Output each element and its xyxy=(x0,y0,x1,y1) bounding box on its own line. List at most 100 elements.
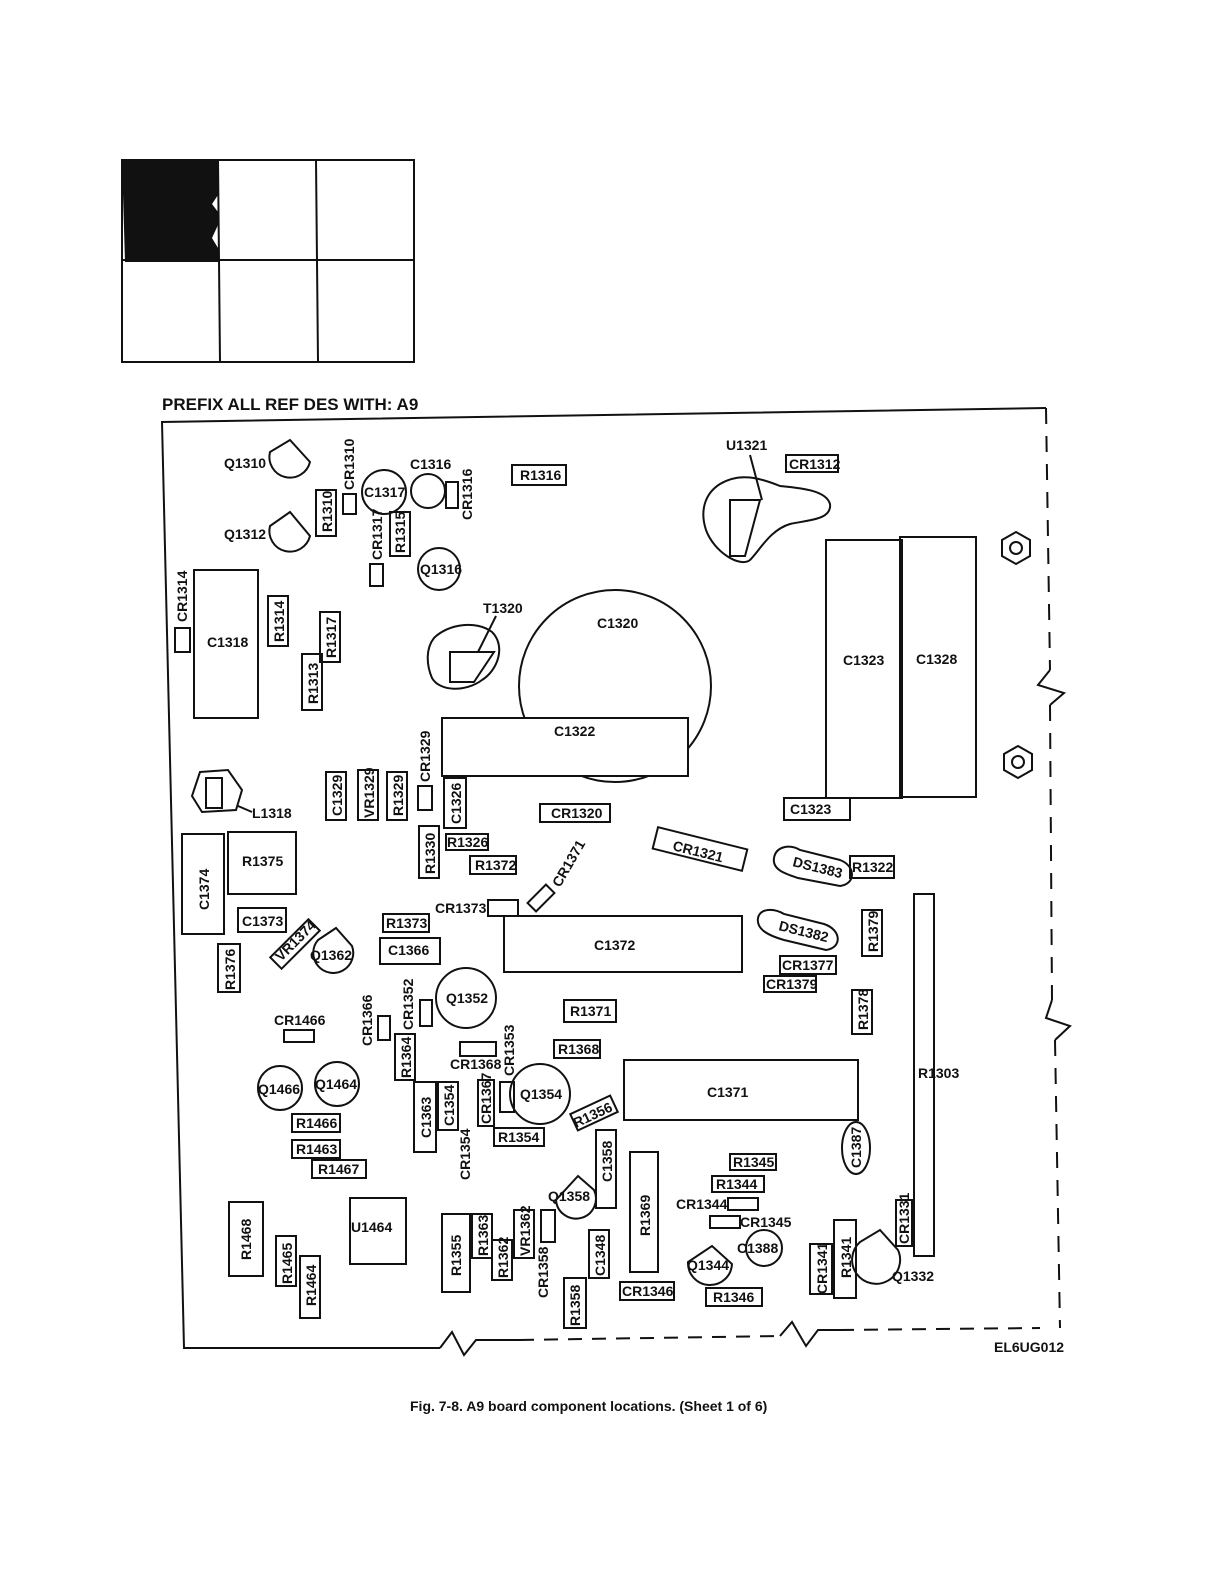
component-r1326: R1326 xyxy=(445,833,489,851)
component-q1358: Q1358 xyxy=(548,1174,597,1220)
component-u1321: U1321 xyxy=(702,437,832,563)
component-r1372: R1372 xyxy=(469,855,517,875)
svg-text:C1323: C1323 xyxy=(843,652,884,668)
svg-text:CR1366: CR1366 xyxy=(359,994,375,1046)
component-cr1316: CR1316 xyxy=(445,468,475,520)
board-edge-bottom-dashed xyxy=(839,1327,1041,1331)
svg-text:CR1373: CR1373 xyxy=(435,900,487,916)
svg-text:R1326: R1326 xyxy=(447,834,488,850)
svg-text:R1341: R1341 xyxy=(838,1237,854,1278)
svg-text:Q1466: Q1466 xyxy=(258,1081,300,1097)
svg-text:R1371: R1371 xyxy=(570,1003,611,1019)
board-edge-left-top xyxy=(160,407,1047,1349)
svg-text:C1318: C1318 xyxy=(207,634,248,650)
svg-text:R1314: R1314 xyxy=(271,601,287,642)
svg-text:R1368: R1368 xyxy=(558,1041,599,1057)
component-r1363: R1363 xyxy=(471,1213,493,1259)
component-q1464: Q1464 xyxy=(314,1061,360,1107)
svg-text:R1354: R1354 xyxy=(498,1129,539,1145)
component-cr1352: CR1352 xyxy=(400,978,433,1030)
board-edge-right-dashed xyxy=(1054,1039,1061,1329)
svg-text:CR1344: CR1344 xyxy=(676,1196,728,1212)
svg-text:Q1464: Q1464 xyxy=(315,1076,357,1092)
component-q1310: Q1310 xyxy=(224,438,312,479)
board-break-bottom-1 xyxy=(439,1330,520,1357)
svg-text:C1320: C1320 xyxy=(597,615,638,631)
component-r1316: R1316 xyxy=(511,464,567,486)
svg-text:R1376: R1376 xyxy=(222,949,238,990)
component-r1322: R1322 xyxy=(849,855,895,879)
component-c1323: C1323 xyxy=(825,539,903,799)
svg-text:CR1310: CR1310 xyxy=(341,438,357,490)
svg-text:R1322: R1322 xyxy=(852,859,893,875)
component-r1315: R1315 xyxy=(389,511,411,557)
component-r1310: R1310 xyxy=(315,489,337,537)
component-c1322: C1322 xyxy=(441,717,689,777)
svg-text:CR1353: CR1353 xyxy=(501,1024,517,1076)
svg-text:R1330: R1330 xyxy=(422,833,438,874)
component-r1330: R1330 xyxy=(418,825,440,879)
svg-text:CR1466: CR1466 xyxy=(274,1012,326,1028)
svg-text:U1321: U1321 xyxy=(726,437,767,453)
component-ds1383: DS1383 xyxy=(772,845,853,888)
component-cr1312: CR1312 xyxy=(785,454,841,473)
component-q1362: Q1362 xyxy=(310,926,355,974)
component-r1358: R1358 xyxy=(563,1277,587,1329)
svg-text:R1303: R1303 xyxy=(918,1065,959,1081)
component-q1352: Q1352 xyxy=(435,967,497,1029)
component-r1369: R1369 xyxy=(629,1151,659,1273)
component-r1368: R1368 xyxy=(553,1039,601,1059)
component-c1358: C1358 xyxy=(595,1129,617,1209)
svg-text:R1465: R1465 xyxy=(279,1243,295,1284)
component-r1341: R1341 xyxy=(833,1219,857,1299)
svg-text:R1310: R1310 xyxy=(319,491,335,532)
component-c1363: C1363 xyxy=(413,1081,437,1153)
svg-text:R1362: R1362 xyxy=(495,1237,511,1278)
component-q1312: Q1312 xyxy=(224,510,312,553)
component-r1364: R1364 xyxy=(394,1033,416,1081)
component-c1354: C1354 xyxy=(437,1081,459,1131)
drawing-id: EL6UG012 xyxy=(994,1339,1064,1355)
board-break-bottom-2 xyxy=(779,1320,840,1348)
component-c1374: C1374 xyxy=(181,833,225,935)
component-r1464: R1464 xyxy=(299,1255,321,1319)
svg-text:R1464: R1464 xyxy=(303,1265,319,1306)
svg-text:C1326: C1326 xyxy=(448,783,464,824)
svg-text:R1466: R1466 xyxy=(296,1115,337,1131)
svg-text:C1328: C1328 xyxy=(916,651,957,667)
svg-text:Q1332: Q1332 xyxy=(892,1268,934,1284)
svg-text:R1467: R1467 xyxy=(318,1161,359,1177)
component-r1467: R1467 xyxy=(311,1159,367,1179)
board-break-right-2 xyxy=(1044,999,1072,1041)
locator-highlighted-cell xyxy=(122,160,218,262)
component-c1326: C1326 xyxy=(443,777,467,829)
svg-text:C1374: C1374 xyxy=(196,869,212,910)
svg-text:C1371: C1371 xyxy=(707,1084,748,1100)
component-r1313: R1313 xyxy=(301,653,323,711)
svg-text:R1315: R1315 xyxy=(392,512,408,553)
component-cr1354: CR1354 xyxy=(457,1128,473,1180)
svg-text:CR1352: CR1352 xyxy=(400,978,416,1030)
svg-text:Q1354: Q1354 xyxy=(520,1086,562,1102)
svg-text:C1373: C1373 xyxy=(242,913,283,929)
component-c1328: C1328 xyxy=(899,536,977,798)
svg-text:C1358: C1358 xyxy=(599,1141,615,1182)
svg-text:CR1312: CR1312 xyxy=(789,456,841,472)
component-r1344: R1344 xyxy=(711,1175,765,1193)
board-break-right-1 xyxy=(1036,669,1067,706)
svg-text:C1329: C1329 xyxy=(329,775,345,816)
component-c1387: C1387 xyxy=(841,1121,871,1175)
svg-text:C1388: C1388 xyxy=(737,1240,778,1256)
svg-text:R1346: R1346 xyxy=(713,1289,754,1305)
svg-text:Q1312: Q1312 xyxy=(224,526,266,542)
svg-text:CR1367: CR1367 xyxy=(478,1072,494,1124)
locator-grid xyxy=(121,159,415,363)
svg-text:R1375: R1375 xyxy=(242,853,283,869)
svg-text:CR1371: CR1371 xyxy=(549,837,589,890)
component-cr1346: CR1346 xyxy=(619,1281,675,1301)
svg-text:CR1354: CR1354 xyxy=(457,1128,473,1180)
svg-text:R1369: R1369 xyxy=(637,1195,653,1236)
component-cr1317: CR1317 xyxy=(369,508,385,587)
svg-text:C1354: C1354 xyxy=(441,1085,457,1126)
svg-text:CR1314: CR1314 xyxy=(174,570,190,622)
